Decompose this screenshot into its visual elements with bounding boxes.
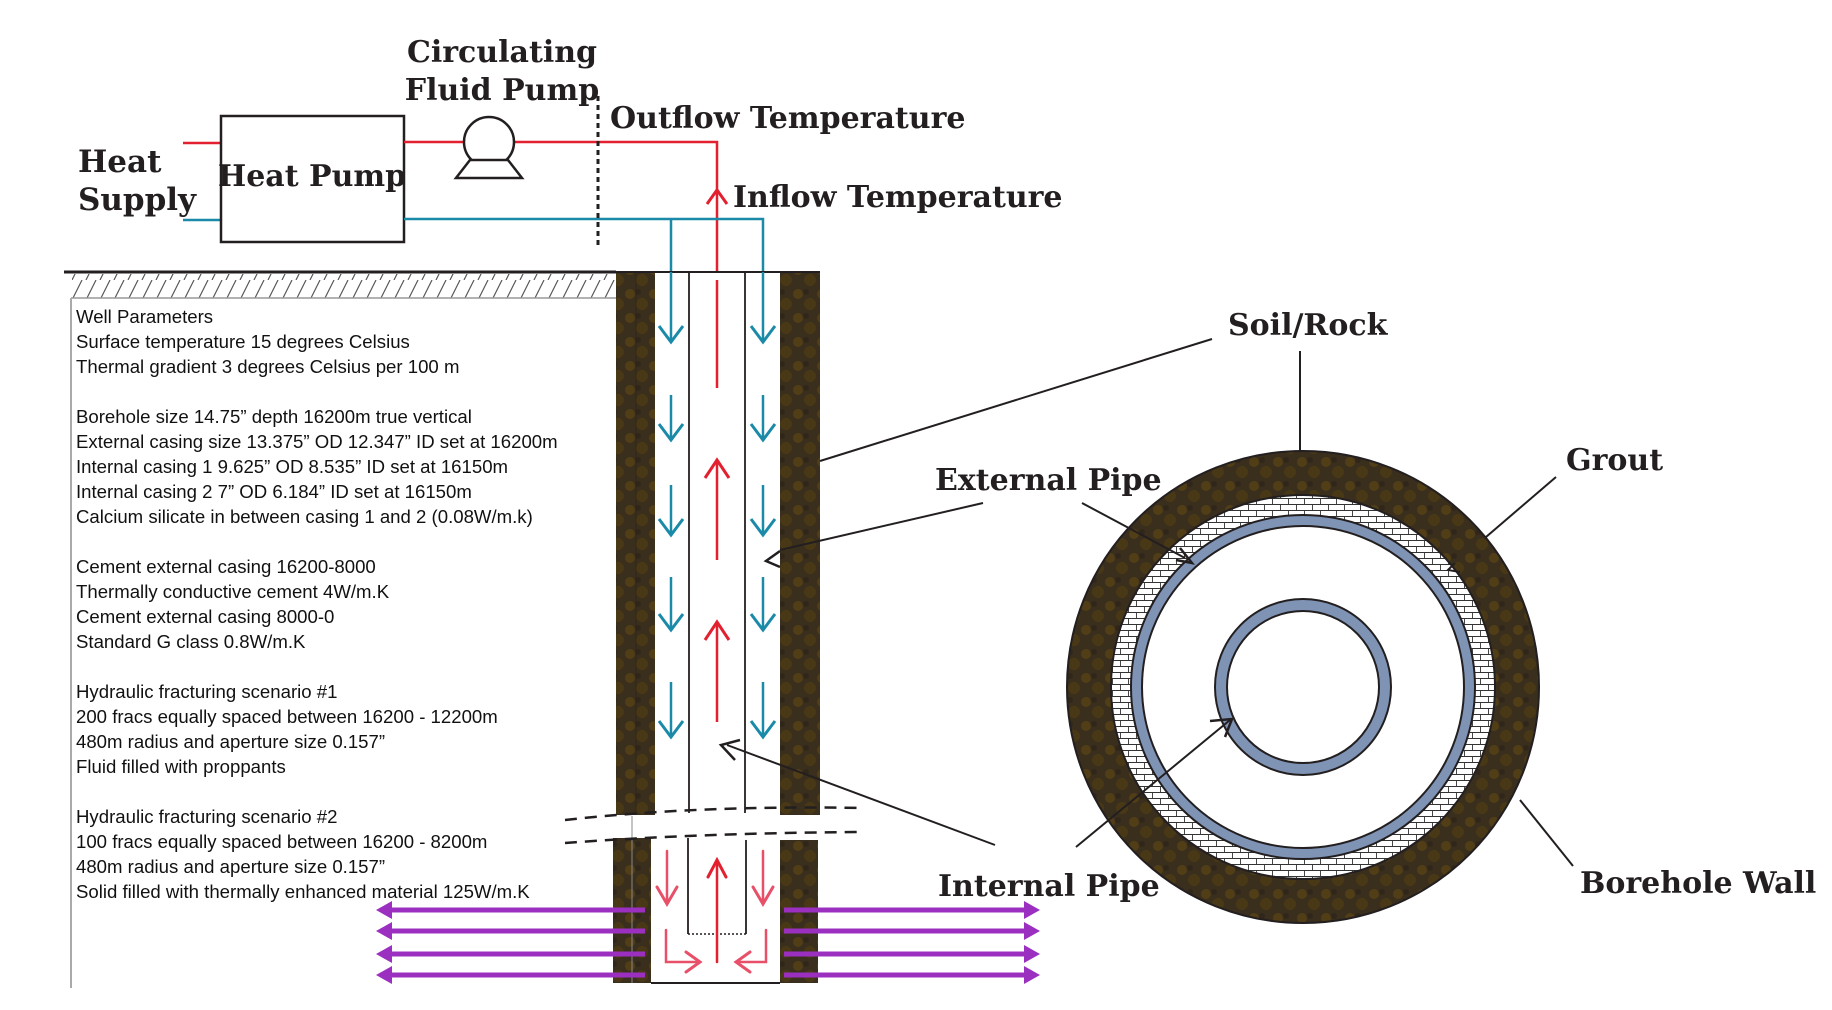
downflow-arrow-icon <box>749 395 777 443</box>
borehole-cross-section <box>1066 450 1540 924</box>
fracture-arrow-left-icon <box>376 966 645 984</box>
well-parameter-line: Hydraulic fracturing scenario #1 <box>76 681 338 702</box>
break-line-bottom <box>564 830 863 845</box>
fracture-arrow-right-icon <box>784 922 1040 940</box>
internal-pipe-cs-arrow-icon <box>1209 717 1234 738</box>
downflow-arrow-icon <box>657 485 685 538</box>
circulating-pump-label: Circulating <box>407 35 597 70</box>
circulating-pump-label-2: Fluid Pump <box>405 73 599 108</box>
internal-pipe-leader-well <box>726 744 996 846</box>
outflow-temperature-label: Outflow Temperature <box>610 101 965 136</box>
well-parameter-line: 200 fracs equally spaced between 16200 -… <box>76 706 498 727</box>
soil-rock-leader-well <box>819 338 1213 462</box>
grout-leader <box>1485 476 1557 538</box>
external-pipe-cs-arrow-icon <box>1175 547 1196 565</box>
heat-pump-box <box>219 114 406 244</box>
downflow-arrow-icon <box>749 577 777 633</box>
well-parameter-line: 480m radius and aperture size 0.157” <box>76 856 386 877</box>
downflow-arrow-icon <box>657 577 685 633</box>
break-line-top <box>564 806 863 822</box>
fracture-arrow-left-icon <box>376 922 645 940</box>
upflow-arrow-icon <box>703 457 731 560</box>
inflow-temperature-label: Inflow Temperature <box>733 180 1063 215</box>
heat-pump-label: Heat Pump <box>218 159 406 194</box>
borehole-wall-leader <box>1519 799 1574 867</box>
fracture-arrows <box>376 901 1040 984</box>
well-parameter-line: External casing size 13.375” OD 12.347” … <box>76 431 558 452</box>
well-parameter-line: Thermally conductive cement 4W/m.K <box>76 581 390 602</box>
well-parameter-line: Calcium silicate in between casing 1 and… <box>76 506 533 527</box>
well-parameters-panel: Well Parameters Surface temperature 15 d… <box>76 304 636 904</box>
well-parameter-line: 480m radius and aperture size 0.157” <box>76 731 386 752</box>
well-parameter-line: 100 fracs equally spaced between 16200 -… <box>76 831 488 852</box>
well-parameter-line: Hydraulic fracturing scenario #2 <box>76 806 338 827</box>
downflow-arrow-icon <box>749 272 777 345</box>
fracture-arrow-right-icon <box>784 966 1040 984</box>
external-pipe-arrow-icon <box>763 549 781 569</box>
external-pipe-leader <box>1081 502 1186 559</box>
well-parameter-line: Surface temperature 15 degrees Celsius <box>76 331 410 352</box>
well-parameter-line: Fluid filled with proppants <box>76 756 286 777</box>
fracture-arrow-left-icon <box>376 945 645 963</box>
well-parameter-line: Internal casing 2 7” OD 6.184” ID set at… <box>76 481 472 502</box>
inflow-arrow-icon <box>705 187 729 205</box>
outflow-pipe-segment-2 <box>514 140 719 280</box>
downflow-arrow-icon <box>749 682 777 740</box>
ground-hatch <box>72 274 616 298</box>
fracture-arrow-right-icon <box>784 945 1040 963</box>
well-parameter-line: Cement external casing 16200-8000 <box>76 556 376 577</box>
well-parameter-line: Standard G class 0.8W/m.K <box>76 631 306 652</box>
downflow-arrow-icon <box>657 272 685 345</box>
external-pipe-label: External Pipe <box>935 463 1162 498</box>
internal-pipe-bore <box>1226 610 1380 764</box>
fracture-arrow-left-icon <box>376 901 645 919</box>
flow-arrows-upper <box>657 272 777 740</box>
upflow-arrow-icon <box>703 619 731 722</box>
internal-pipe-leader <box>1075 719 1231 848</box>
well-parameter-line: Solid filled with thermally enhanced mat… <box>76 881 530 902</box>
downflow-arrow-icon <box>657 395 685 443</box>
downflow-arrow-icon <box>657 682 685 740</box>
well-parameter-line: Borehole size 14.75” depth 16200m true v… <box>76 406 472 427</box>
internal-pipe-arrow-icon <box>718 738 741 761</box>
heat-supply-label: Heat <box>78 144 162 180</box>
well-parameter-line: Internal casing 1 9.625” OD 8.535” ID se… <box>76 456 509 477</box>
external-pipe-leader-well <box>779 502 984 551</box>
internal-pipe-label: Internal Pipe <box>938 869 1160 904</box>
well-upper-section <box>616 271 820 815</box>
fracture-arrow-right-icon <box>784 901 1040 919</box>
well-parameters-title: Well Parameters <box>76 306 214 327</box>
pump-icon <box>453 115 525 180</box>
grout-label: Grout <box>1566 443 1663 478</box>
well-parameter-line: Thermal gradient 3 degrees Celsius per 1… <box>76 356 460 377</box>
bottom-flow-arrows <box>655 849 775 974</box>
downflow-arrow-icon <box>749 485 777 538</box>
borehole-wall-label: Borehole Wall <box>1580 866 1816 901</box>
well-lower-section <box>613 816 818 984</box>
well-parameter-line: Cement external casing 8000-0 <box>76 606 335 627</box>
soil-rock-label: Soil/Rock <box>1228 308 1389 343</box>
borehole-wall-right <box>780 272 820 815</box>
heat-supply-label-2: Supply <box>78 182 197 218</box>
